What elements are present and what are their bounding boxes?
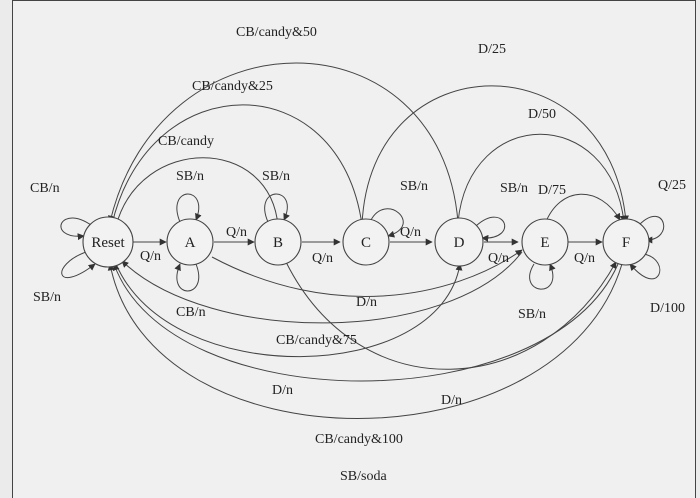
loop-e-sb	[529, 263, 556, 290]
state-label-c: C	[361, 235, 371, 251]
label-d100: D/100	[650, 301, 685, 316]
edge-b-to-f-d-n	[285, 261, 617, 370]
edge-e-to-f-d75	[544, 193, 621, 225]
state-reset: Reset	[82, 216, 134, 268]
state-label-e: E	[540, 235, 549, 251]
label-cb-candy50: CB/candy&50	[236, 25, 317, 40]
edge-b-to-reset-cb-candy	[114, 157, 279, 227]
label-sb-n-b: SB/n	[262, 169, 290, 184]
state-label-reset: Reset	[91, 235, 125, 251]
label-d-n-b-f: D/n	[441, 393, 462, 408]
label-cb-n-a: CB/n	[176, 305, 206, 320]
label-cb-candy: CB/candy	[158, 134, 214, 149]
state-label-a: A	[185, 235, 196, 251]
state-d: D	[434, 217, 484, 267]
label-sb-n-d: SB/n	[500, 181, 528, 196]
state-label-b: B	[273, 235, 283, 251]
loop-b-sb	[264, 193, 290, 223]
edge-reset-to-d-d-n	[115, 263, 463, 358]
loop-c-sb	[369, 208, 404, 238]
label-cb-candy100: CB/candy&100	[315, 432, 403, 447]
label-sb-n-a: SB/n	[176, 169, 204, 184]
edge-d-to-reset-cb-candy50	[108, 62, 459, 223]
edges	[60, 62, 665, 419]
state-e: E	[521, 218, 569, 266]
loop-f-d100	[629, 253, 661, 280]
label-cb-n-reset: CB/n	[30, 181, 60, 196]
loop-a-sb	[176, 193, 202, 223]
label-q-n-a-b: Q/n	[226, 225, 247, 240]
loop-d-sb	[475, 216, 506, 242]
label-q-n-b-c: Q/n	[312, 251, 333, 266]
label-cb-candy25: CB/candy&25	[192, 79, 273, 94]
loop-reset-cb	[60, 217, 96, 241]
label-q25: Q/25	[658, 178, 686, 193]
state-f: F	[602, 218, 650, 266]
states: Reset A B C D E F	[82, 216, 650, 268]
loop-a-cb	[174, 263, 200, 292]
state-c: C	[342, 218, 390, 266]
edge-a-to-e-d-n	[211, 249, 523, 297]
edge-d-to-f-d50	[457, 133, 627, 223]
label-sb-n-e: SB/n	[518, 307, 546, 322]
state-label-d: D	[454, 235, 465, 251]
edge-f-to-reset-cb-candy100	[112, 263, 619, 382]
label-cb-candy75: CB/candy&75	[276, 333, 357, 348]
label-d-n-a-e: D/n	[356, 295, 377, 310]
edge-f-to-reset-sb-soda	[107, 263, 623, 419]
edge-labels: CB/candy&50 CB/candy&25 CB/candy D/25 D/…	[30, 25, 686, 484]
state-label-f: F	[622, 235, 630, 251]
label-q-n-d-e: Q/n	[488, 251, 509, 266]
label-d-n-reset-d: D/n	[272, 383, 293, 398]
label-sb-soda: SB/soda	[340, 469, 387, 484]
edge-c-to-reset-cb-candy25	[110, 104, 363, 226]
edge-e-to-reset-cb-candy75	[121, 251, 523, 324]
loop-f-q25	[639, 216, 665, 244]
edge-c-to-f-d25	[361, 85, 629, 226]
label-d25: D/25	[478, 42, 506, 57]
label-sb-n-reset: SB/n	[33, 290, 61, 305]
label-d50: D/50	[528, 107, 556, 122]
state-a: A	[166, 218, 214, 266]
label-d75: D/75	[538, 183, 566, 198]
label-sb-n-c: SB/n	[400, 179, 428, 194]
state-b: B	[254, 218, 302, 266]
loop-reset-sb	[61, 251, 96, 278]
label-q-n-c-d: Q/n	[400, 225, 421, 240]
label-q-n-reset-a: Q/n	[140, 249, 161, 264]
label-q-n-e-f: Q/n	[574, 251, 595, 266]
